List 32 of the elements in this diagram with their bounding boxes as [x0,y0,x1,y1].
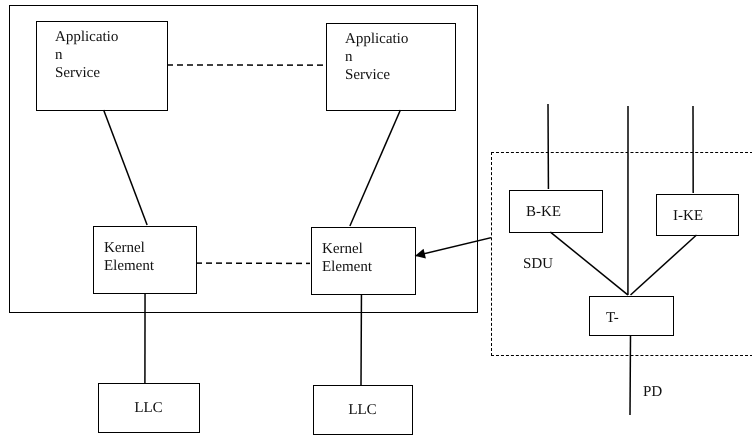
connector-line [550,231,628,296]
arrow [414,236,492,258]
connector-line [547,104,550,189]
service-box [326,23,456,111]
node-label: T- [606,309,619,327]
node-label: Applicatio n Service [55,28,120,82]
node-label: Kernel Element [104,239,155,275]
connector-line [630,234,697,296]
group-frame [9,5,478,313]
connector-line [167,64,325,66]
connector-line [629,335,632,415]
entity-box [656,194,739,236]
node-label: Kernel Element [322,240,373,276]
service-box [36,21,168,111]
entity-box [509,190,603,233]
entity-box [589,296,674,336]
llc-box [98,383,200,433]
node-label: Applicatio n Service [345,30,410,84]
connector-line [349,110,402,226]
node-label: I-KE [673,207,703,225]
kernel-box [93,226,197,294]
kernel-box [311,227,416,295]
connector-line [196,262,310,264]
node-label: B-KE [526,203,561,221]
connector-line [692,106,694,193]
connector-line [144,293,146,383]
node-label: LLC [347,401,378,419]
connector-line [360,294,362,385]
llc-box [313,385,413,435]
node-label: LLC [133,399,164,417]
connector-line [627,106,629,295]
connector-line [102,110,148,226]
